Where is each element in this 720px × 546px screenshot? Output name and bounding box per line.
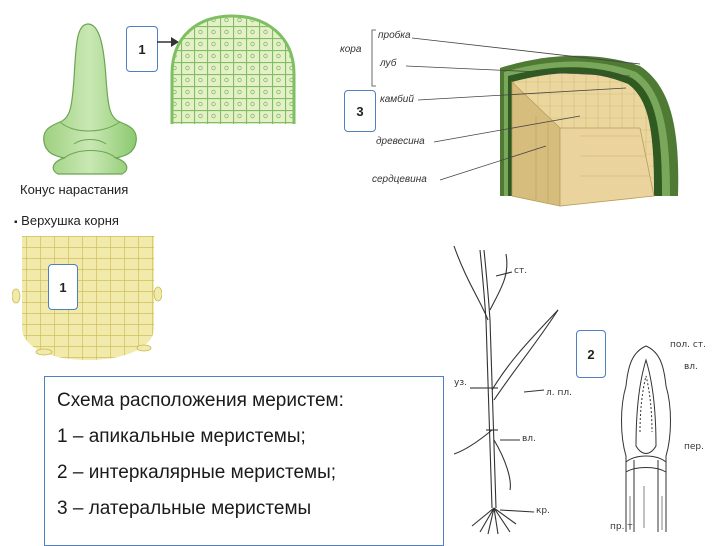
root-apex-caption: ▪ Верхушка корня — [14, 213, 119, 228]
label-sheath-section: вл. — [684, 362, 698, 372]
marker-intercalary: 2 — [576, 330, 606, 378]
label-node: уз. — [454, 378, 467, 388]
label-tissue: пр. т. — [610, 522, 636, 532]
label-leaf-blade: л. пл. — [546, 388, 572, 398]
node-section-illustration — [621, 345, 671, 532]
marker-apical-root: 1 — [48, 264, 78, 310]
shoot-apex-illustration — [43, 23, 137, 175]
label-cork: пробка — [378, 30, 411, 41]
label-sheath: вл. — [522, 434, 536, 444]
label-septum: пер. — [684, 442, 704, 452]
root-apex-caption-text: Верхушка корня — [21, 213, 119, 228]
label-stem: ст. — [514, 266, 528, 276]
grass-plant-illustration — [453, 245, 559, 535]
shoot-apex-caption: Конус нарастания — [20, 182, 129, 197]
legend-item-apical: 1 – апикальные меристемы; — [57, 426, 306, 447]
stem-section-illustration — [371, 29, 679, 207]
pointer-pith — [439, 145, 547, 181]
label-cambium: камбий — [380, 94, 414, 105]
label-bast: луб — [380, 58, 397, 69]
pointer-bast — [405, 65, 631, 77]
arrow-icon — [157, 37, 179, 47]
root-tip-cells — [12, 236, 162, 360]
label-hollow-stem: пол. ст. — [670, 340, 706, 350]
pointer-cork — [411, 37, 641, 65]
growth-cone-shape — [43, 23, 137, 175]
label-wood: древесина — [376, 136, 425, 147]
meristem-legend: Схема расположения меристем: 1 – апикаль… — [44, 376, 444, 546]
marker-lateral: 3 — [344, 90, 376, 132]
bullet-icon: ▪ — [14, 217, 18, 228]
marker-apical-shoot: 1 — [126, 26, 158, 72]
legend-item-intercalary: 2 – интеркалярные меристемы; — [57, 462, 337, 483]
legend-item-lateral: 3 – латеральные меристемы — [57, 498, 312, 519]
label-roots: кр. — [536, 506, 551, 516]
pointer-cambium — [417, 87, 627, 101]
pointer-wood — [433, 115, 581, 143]
label-pith: сердцевина — [372, 174, 427, 185]
label-cortex: кора — [340, 44, 362, 55]
apical-meristem-cells — [170, 14, 296, 124]
legend-title: Схема расположения меристем: — [57, 390, 344, 411]
